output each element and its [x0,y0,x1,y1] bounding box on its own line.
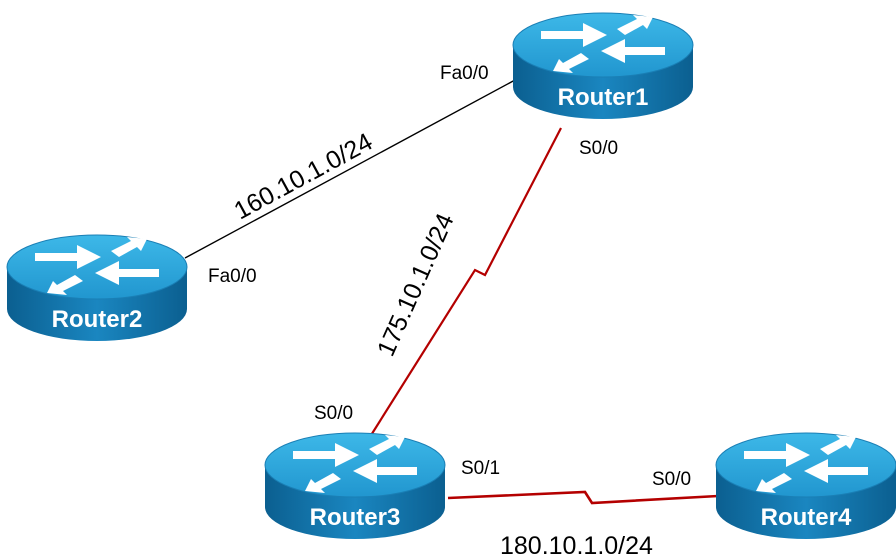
router-icon[interactable]: Router2 [6,234,188,342]
network-label: 180.10.1.0/24 [500,532,653,558]
interface-label: S0/0 [314,403,353,424]
interface-label: S0/1 [461,458,500,479]
serial-link-r1-r3 [367,127,562,441]
interface-label: Fa0/0 [440,63,489,84]
interface-label: S0/0 [652,469,691,490]
ethernet-link-r1-r2 [184,79,516,259]
router-name: Router1 [558,84,649,111]
network-label: 175.10.1.0/24 [372,209,460,360]
serial-link-r3-r4 [447,490,719,505]
router-icon[interactable]: Router4 [715,432,896,540]
router-icon[interactable]: Router3 [264,432,446,540]
router-name: Router3 [310,504,401,531]
interface-label: S0/0 [579,138,618,159]
network-label: 160.10.1.0/24 [230,128,378,226]
router-name: Router2 [52,306,143,333]
router-name: Router4 [761,504,852,531]
interface-label: Fa0/0 [208,266,257,287]
router-icon[interactable]: Router1 [512,12,694,120]
